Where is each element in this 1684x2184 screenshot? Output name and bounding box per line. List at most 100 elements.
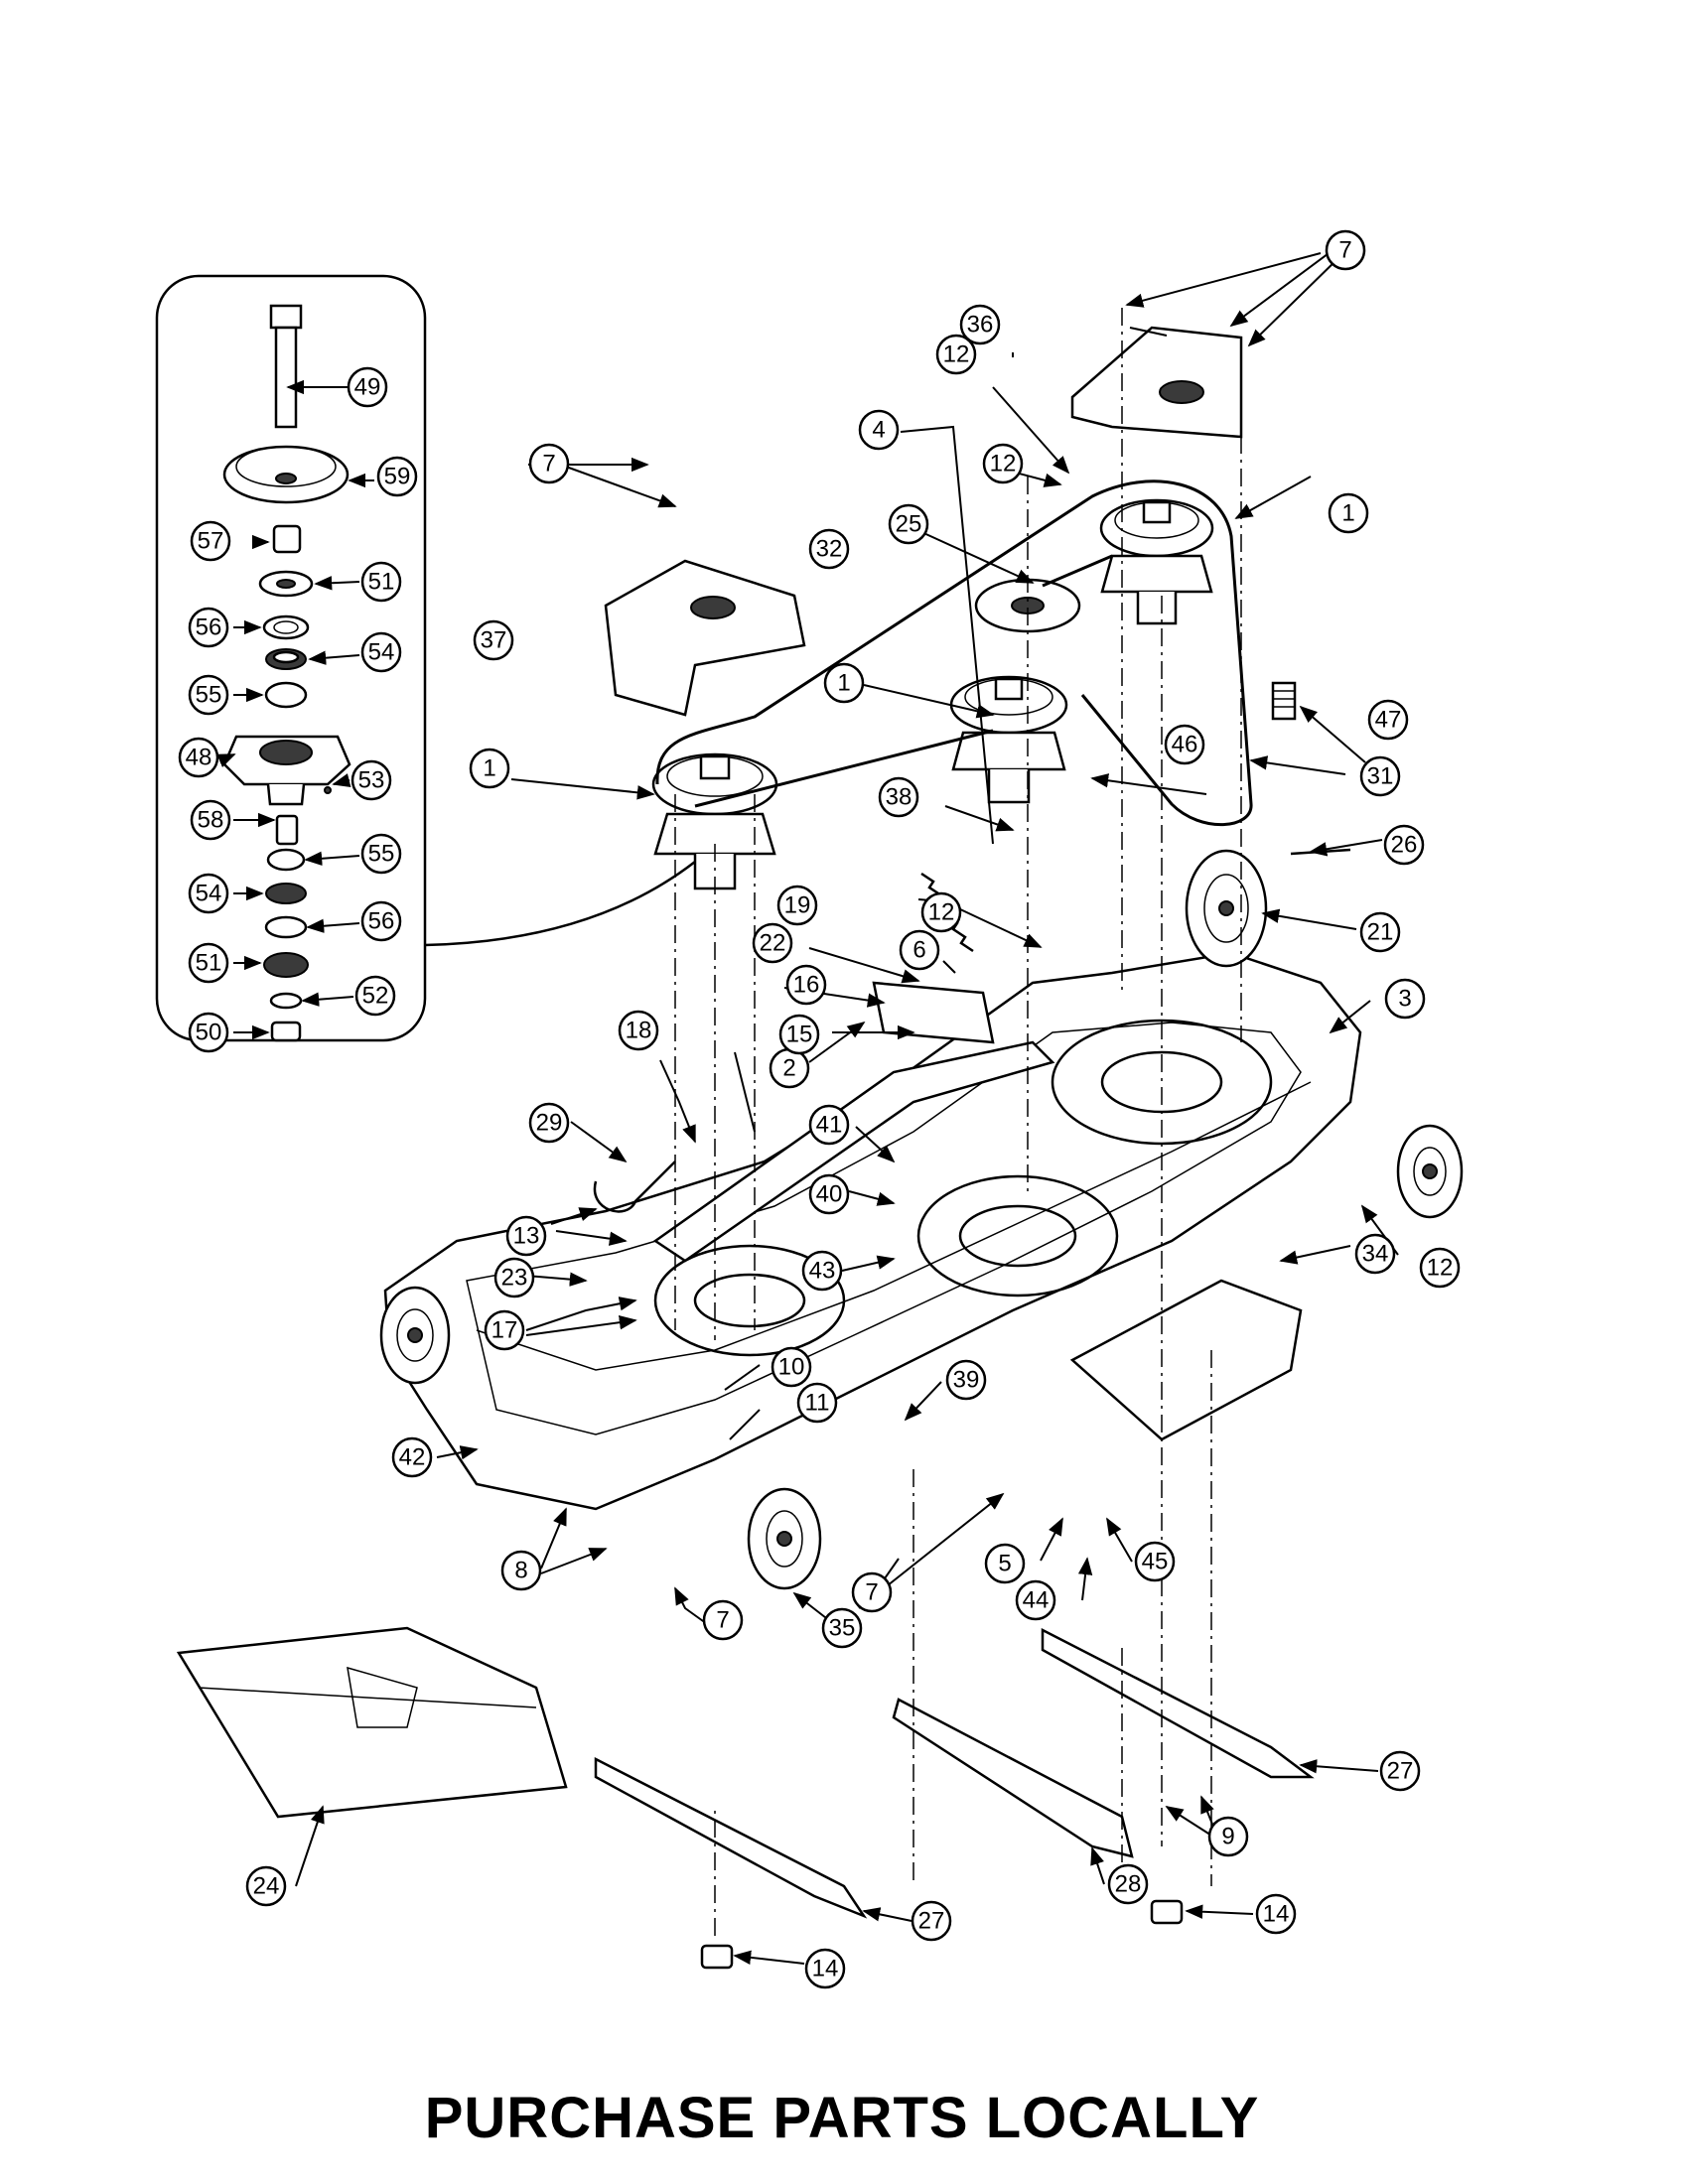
callout-c11: 7 (702, 1599, 744, 1641)
deck-wheel-front (747, 1487, 822, 1590)
svg-text:54: 54 (368, 639, 395, 666)
callout-c60: 52 (354, 975, 396, 1017)
callout-c15: 10 (771, 1346, 812, 1388)
callout-c61: 53 (351, 759, 392, 801)
callout-c68: 57 (190, 520, 231, 562)
callout-c42: 35 (821, 1607, 863, 1649)
callout-c46: 39 (945, 1359, 987, 1401)
callout-c10: 7 (528, 443, 570, 484)
callout-c43: 36 (959, 304, 1001, 345)
callout-c37: 28 (1107, 1863, 1149, 1905)
svg-text:9: 9 (1221, 1824, 1234, 1850)
svg-text:51: 51 (196, 950, 222, 977)
callout-c24: 15 (778, 1014, 820, 1055)
callout-c62: 54 (360, 631, 402, 673)
callout-c28: 19 (776, 885, 818, 926)
svg-text:50: 50 (196, 1020, 222, 1046)
callout-c17: 12 (935, 334, 977, 375)
svg-text:40: 40 (816, 1181, 843, 1208)
svg-text:14: 14 (812, 1956, 839, 1982)
svg-text:24: 24 (253, 1873, 280, 1900)
callout-c23: 14 (804, 1948, 846, 1989)
callout-c33: 25 (888, 503, 929, 545)
callout-c58: 51 (360, 561, 402, 603)
svg-text:22: 22 (760, 930, 786, 957)
svg-text:27: 27 (1387, 1758, 1414, 1785)
svg-text:36: 36 (967, 312, 994, 339)
svg-text:35: 35 (829, 1615, 856, 1642)
svg-text:45: 45 (1142, 1549, 1169, 1575)
callout-c56: 49 (347, 366, 388, 408)
callout-c69: 58 (190, 799, 231, 841)
callout-c29: 21 (1359, 911, 1401, 953)
callout-c44: 37 (473, 619, 514, 661)
svg-text:12: 12 (943, 341, 970, 368)
callout-c63: 54 (188, 873, 229, 914)
svg-text:7: 7 (1338, 237, 1351, 264)
callout-c45: 38 (878, 776, 919, 818)
deck-wheel-left (379, 1286, 451, 1385)
blade-27-right (1041, 1627, 1315, 1779)
callout-c70: 59 (376, 456, 418, 497)
svg-text:47: 47 (1375, 707, 1402, 734)
svg-text:29: 29 (536, 1110, 563, 1137)
svg-text:56: 56 (368, 908, 395, 935)
svg-text:16: 16 (793, 972, 820, 999)
callout-c57: 50 (188, 1012, 229, 1053)
callout-c16: 11 (796, 1382, 838, 1424)
callout-c52: 45 (1134, 1541, 1176, 1582)
callout-c27: 18 (618, 1010, 659, 1051)
svg-text:7: 7 (865, 1579, 878, 1606)
svg-text:5: 5 (998, 1551, 1011, 1577)
callout-c1: 1 (1328, 492, 1369, 534)
callout-c18: 12 (982, 443, 1024, 484)
callout-c19: 12 (920, 891, 962, 933)
assembly-axes (674, 308, 1242, 1936)
svg-text:6: 6 (912, 937, 925, 964)
svg-text:27: 27 (918, 1908, 945, 1935)
svg-text:28: 28 (1115, 1871, 1142, 1898)
spindle-pulley-right (1099, 498, 1214, 625)
svg-text:44: 44 (1023, 1587, 1050, 1614)
svg-text:19: 19 (784, 892, 811, 919)
callout-c54: 47 (1367, 699, 1409, 741)
svg-text:13: 13 (513, 1223, 540, 1250)
svg-text:12: 12 (928, 899, 955, 926)
callout-c9: 7 (1325, 229, 1366, 271)
belt-cover-37 (604, 559, 806, 717)
svg-text:12: 12 (990, 451, 1017, 478)
spindle-inset-panel (155, 274, 696, 1042)
svg-text:10: 10 (778, 1354, 805, 1381)
svg-text:17: 17 (491, 1317, 518, 1344)
discharge-chute-24 (176, 1626, 568, 1819)
callout-c40: 32 (808, 528, 850, 570)
svg-text:14: 14 (1263, 1901, 1290, 1928)
callout-leaders (216, 247, 1399, 1965)
svg-text:42: 42 (399, 1444, 426, 1471)
callout-c67: 56 (360, 900, 402, 942)
svg-text:37: 37 (481, 627, 507, 654)
callout-c36: 27 (911, 1900, 952, 1942)
svg-text:38: 38 (886, 784, 912, 811)
svg-text:43: 43 (809, 1258, 836, 1285)
svg-text:12: 12 (1427, 1255, 1454, 1282)
callout-c50: 43 (801, 1250, 843, 1292)
nut-14-left (700, 1944, 734, 1970)
belt-cover-36 (1070, 326, 1243, 439)
callout-c26: 17 (484, 1309, 525, 1351)
svg-text:1: 1 (483, 755, 495, 782)
callout-c22: 14 (1255, 1893, 1297, 1935)
callout-c35: 27 (1379, 1750, 1421, 1792)
svg-text:59: 59 (384, 464, 411, 490)
callout-c8: 6 (899, 929, 940, 971)
svg-text:4: 4 (872, 417, 885, 444)
callout-c5: 3 (1384, 978, 1426, 1020)
blade-28-center (892, 1698, 1134, 1858)
svg-text:21: 21 (1367, 919, 1394, 946)
svg-text:11: 11 (805, 1390, 830, 1417)
belt-31 (655, 479, 1253, 827)
callout-c51: 44 (1015, 1579, 1056, 1621)
svg-text:57: 57 (198, 528, 224, 555)
svg-text:49: 49 (354, 374, 381, 401)
callout-c53: 46 (1164, 724, 1205, 765)
